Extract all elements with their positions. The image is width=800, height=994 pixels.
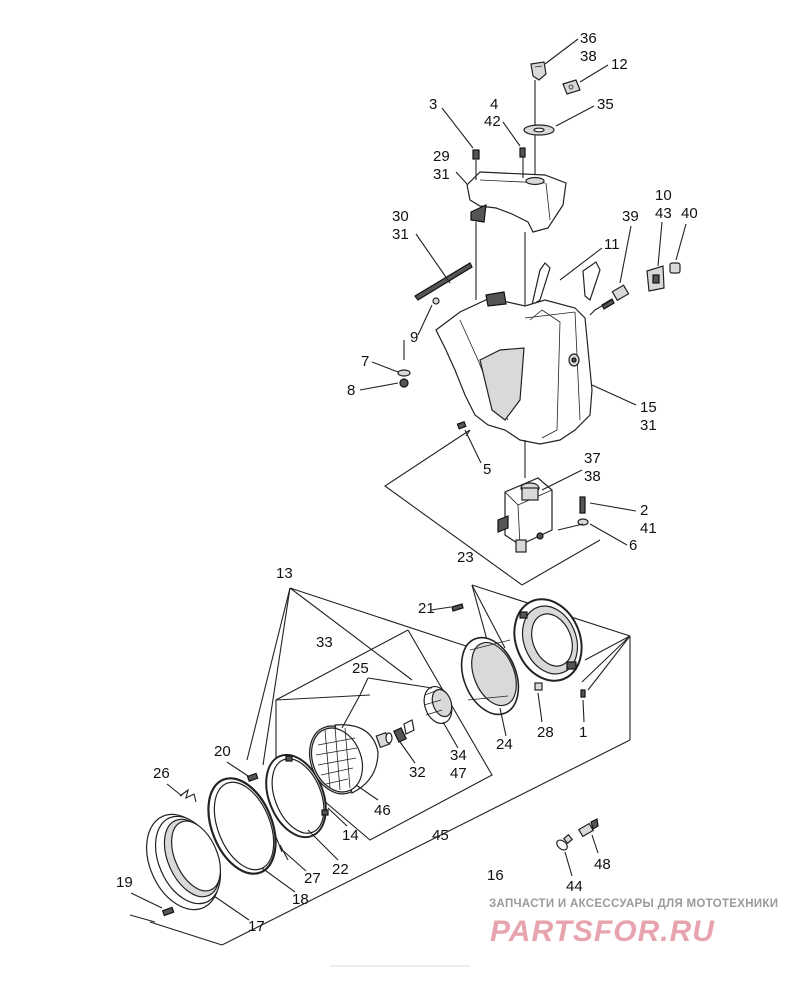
callout-38: 38: [584, 468, 601, 485]
callout-40: 40: [681, 205, 698, 222]
nut-28: [534, 682, 543, 691]
callout-45: 45: [432, 827, 449, 844]
screw-4: [519, 147, 526, 158]
screw-5: [456, 420, 467, 430]
screw-3: [472, 149, 480, 160]
headlamp-mount-clip: [530, 61, 547, 81]
callout-14: 14: [342, 827, 359, 844]
washer-7: [397, 369, 411, 377]
trim-strip: [414, 262, 473, 301]
retainer-9: [432, 297, 440, 305]
callout-11: 11: [604, 236, 620, 253]
switch-39: [589, 284, 630, 316]
callout-34: 34: [450, 747, 467, 764]
knob-40: [669, 262, 681, 274]
callout-31: 31: [392, 226, 409, 243]
callout-30: 30: [392, 208, 409, 225]
callout-12: 12: [611, 56, 628, 73]
socket-48: [577, 818, 599, 838]
callout-17: 17: [248, 918, 265, 935]
callout-13: 13: [276, 565, 293, 582]
callout-41: 41: [640, 520, 657, 537]
washer-35: [523, 124, 555, 136]
callout-6: 6: [629, 537, 637, 554]
callout-25: 25: [352, 660, 369, 677]
callout-33: 33: [316, 634, 333, 651]
callout-3: 3: [429, 96, 437, 113]
seal-strip-11: [531, 261, 601, 307]
callout-16: 16: [487, 867, 504, 884]
watermark-tagline: ЗАПЧАСТИ И АКСЕССУАРЫ ДЛЯ МОТОТЕХНИКИ: [489, 898, 778, 910]
callout-48: 48: [594, 856, 611, 873]
fairing-top-cap: [466, 171, 567, 233]
callout-23: 23: [457, 549, 474, 566]
callout-15: 15: [640, 399, 657, 416]
callout-29: 29: [433, 148, 450, 165]
callout-39: 39: [622, 208, 639, 225]
callout-10: 10: [655, 187, 672, 204]
bulb-44: [556, 833, 574, 851]
headlamp-unit-46: [308, 724, 391, 795]
headlamp-housing-23: [513, 598, 583, 682]
callout-46: 46: [374, 802, 391, 819]
callout-20: 20: [214, 743, 231, 760]
callout-5: 5: [483, 461, 491, 478]
callout-43: 43: [655, 205, 672, 222]
callout-36: 36: [580, 30, 597, 47]
label-plate-10: [646, 265, 665, 292]
watermark-brand: PARTSFOR.RU: [490, 915, 715, 948]
screw-2: [579, 496, 586, 514]
callout-21: 21: [418, 600, 435, 617]
screw-19: [161, 906, 175, 917]
callout-32: 32: [409, 764, 426, 781]
callout-18: 18: [292, 891, 309, 908]
callout-35: 35: [597, 96, 614, 113]
callout-47: 47: [450, 765, 467, 782]
callout-24: 24: [496, 736, 513, 753]
callout-28: 28: [537, 724, 554, 741]
callout-42: 42: [484, 113, 501, 130]
callout-44: 44: [566, 878, 583, 895]
screw-20: [246, 772, 259, 782]
callout-38: 38: [580, 48, 597, 65]
callout-1: 1: [579, 724, 587, 741]
callout-31: 31: [640, 417, 657, 434]
callout-27: 27: [304, 870, 321, 887]
lock-plate: [562, 79, 581, 95]
trim-ring-17: [146, 813, 222, 911]
callout-4: 4: [490, 96, 498, 113]
fairing-body-15: [435, 291, 593, 445]
callout-37: 37: [584, 450, 601, 467]
callout-2: 2: [640, 502, 648, 519]
ignition-switch-37: [497, 477, 553, 553]
callout-7: 7: [361, 353, 369, 370]
screw-1: [580, 689, 586, 698]
retaining-ring-14: [265, 753, 329, 861]
bulb-32: [385, 719, 415, 744]
callout-26: 26: [153, 765, 170, 782]
nut-8: [399, 378, 409, 388]
gasket-18: [207, 777, 277, 875]
callout-19: 19: [116, 874, 133, 891]
screw-21: [451, 603, 464, 612]
washer-6: [577, 518, 589, 526]
callout-22: 22: [332, 861, 349, 878]
clip-26: [179, 788, 197, 803]
callout-31: 31: [433, 166, 450, 183]
callout-8: 8: [347, 382, 355, 399]
callout-9: 9: [410, 329, 418, 346]
mounting-ring-24: [460, 636, 520, 716]
rubber-boot-34: [423, 686, 453, 724]
